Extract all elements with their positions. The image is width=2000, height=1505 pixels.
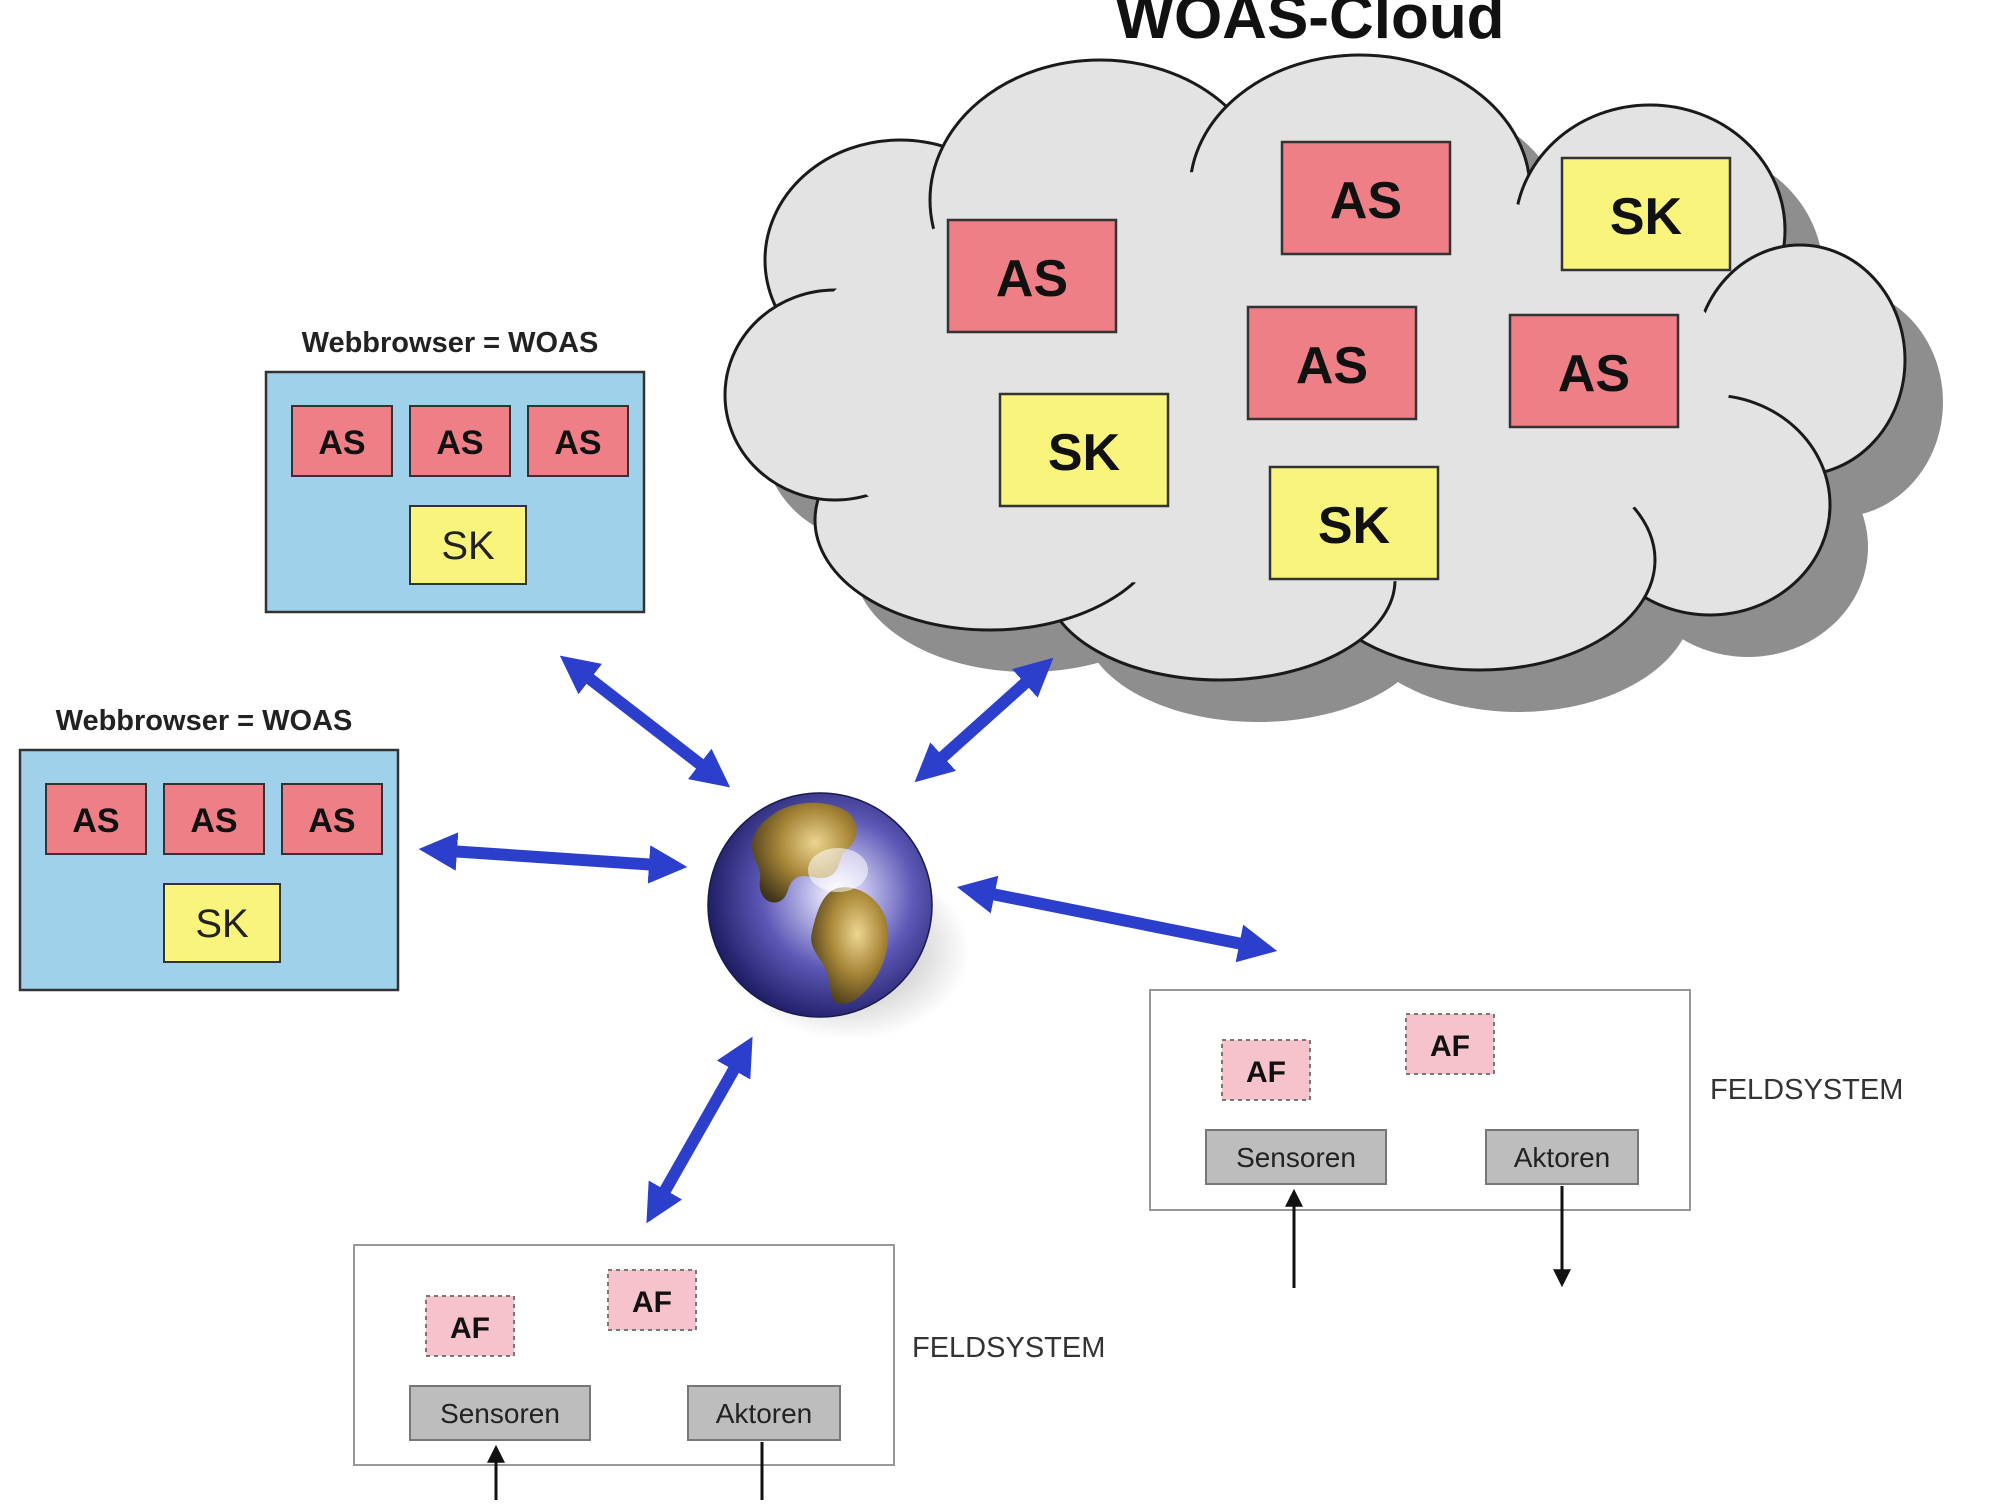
af-label: AF bbox=[632, 1286, 672, 1319]
aktoren-box: Aktoren bbox=[687, 1385, 841, 1441]
arrow-browser2-globe bbox=[418, 832, 688, 884]
browser-as-label: AS bbox=[72, 802, 119, 840]
browser-sk-label: SK bbox=[441, 524, 495, 568]
globe-icon bbox=[707, 792, 970, 1040]
cloud-box-label: AS bbox=[1330, 172, 1402, 230]
feldsystem-bottom: FELDSYSTEM AF AF Sensoren Aktoren bbox=[353, 1244, 1105, 1500]
feldsystem-right: FELDSYSTEM AF AF Sensoren Aktoren bbox=[1149, 989, 1903, 1288]
aktoren-box: Aktoren bbox=[1485, 1129, 1639, 1185]
browser-as-box: AS bbox=[409, 405, 511, 477]
af-box: AF bbox=[1221, 1039, 1311, 1101]
browser-as-label: AS bbox=[190, 802, 237, 840]
browser-as-box: AS bbox=[45, 783, 147, 855]
sensoren-label: Sensoren bbox=[440, 1398, 560, 1429]
cloud-box-label: SK bbox=[1048, 424, 1121, 482]
cloud-box-as-4: AS bbox=[1508, 313, 1680, 429]
aktoren-label: Aktoren bbox=[1514, 1142, 1611, 1173]
af-box: AF bbox=[607, 1269, 697, 1331]
cloud-box-label: AS bbox=[996, 250, 1068, 308]
feldsystem-label: FELDSYSTEM bbox=[1710, 1074, 1903, 1106]
af-label: AF bbox=[1246, 1056, 1286, 1089]
arrow-globe-feldsystem-right bbox=[956, 875, 1278, 963]
browser-sk-label: SK bbox=[195, 902, 249, 946]
cloud-box-as-3: AS bbox=[1246, 305, 1418, 421]
webbrowser-panel-2: Webbrowser = WOAS AS AS AS SK bbox=[18, 705, 400, 992]
cloud-box-label: SK bbox=[1610, 188, 1683, 246]
browser-as-box: AS bbox=[163, 783, 265, 855]
af-box: AF bbox=[425, 1295, 515, 1357]
browser-as-box: AS bbox=[281, 783, 383, 855]
cloud-box-as-2: AS bbox=[1280, 140, 1452, 256]
feldsystem-label: FELDSYSTEM bbox=[912, 1332, 1105, 1364]
cloud-title: WOAS-Cloud bbox=[1115, 0, 1504, 52]
browser-sk-box: SK bbox=[409, 505, 527, 585]
browser-as-box: AS bbox=[291, 405, 393, 477]
cloud-box-sk-3: SK bbox=[1268, 465, 1440, 581]
woas-cloud: WOAS-Cloud AS AS SK AS AS SK SK bbox=[723, 0, 1943, 722]
af-label: AF bbox=[1430, 1030, 1470, 1063]
browser-sk-box: SK bbox=[163, 883, 281, 963]
cloud-box-label: AS bbox=[1296, 337, 1368, 395]
cloud-box-sk-1: SK bbox=[1560, 156, 1732, 272]
aktoren-label: Aktoren bbox=[716, 1398, 813, 1429]
cloud-box-as-1: AS bbox=[946, 218, 1118, 334]
browser-as-label: AS bbox=[308, 802, 355, 840]
cloud-box-sk-2: SK bbox=[998, 392, 1170, 508]
webbrowser-title: Webbrowser = WOAS bbox=[56, 705, 353, 737]
sensoren-label: Sensoren bbox=[1236, 1142, 1356, 1173]
browser-as-label: AS bbox=[318, 424, 365, 462]
cloud-box-label: AS bbox=[1558, 345, 1630, 403]
sensoren-box: Sensoren bbox=[1205, 1129, 1387, 1185]
af-label: AF bbox=[450, 1312, 490, 1345]
af-box: AF bbox=[1405, 1013, 1495, 1075]
browser-as-label: AS bbox=[436, 424, 483, 462]
browser-as-label: AS bbox=[554, 424, 601, 462]
arrow-cloud-globe bbox=[914, 657, 1054, 783]
webbrowser-panel-1: Webbrowser = WOAS AS AS AS SK bbox=[264, 327, 646, 614]
arrow-globe-feldsystem-bottom bbox=[646, 1036, 753, 1224]
webbrowser-title: Webbrowser = WOAS bbox=[302, 327, 599, 359]
cloud-box-label: SK bbox=[1318, 497, 1391, 555]
arrow-browser1-globe bbox=[559, 655, 731, 788]
connection-arrows bbox=[418, 655, 1278, 1224]
sensoren-box: Sensoren bbox=[409, 1385, 591, 1441]
browser-as-box: AS bbox=[527, 405, 629, 477]
